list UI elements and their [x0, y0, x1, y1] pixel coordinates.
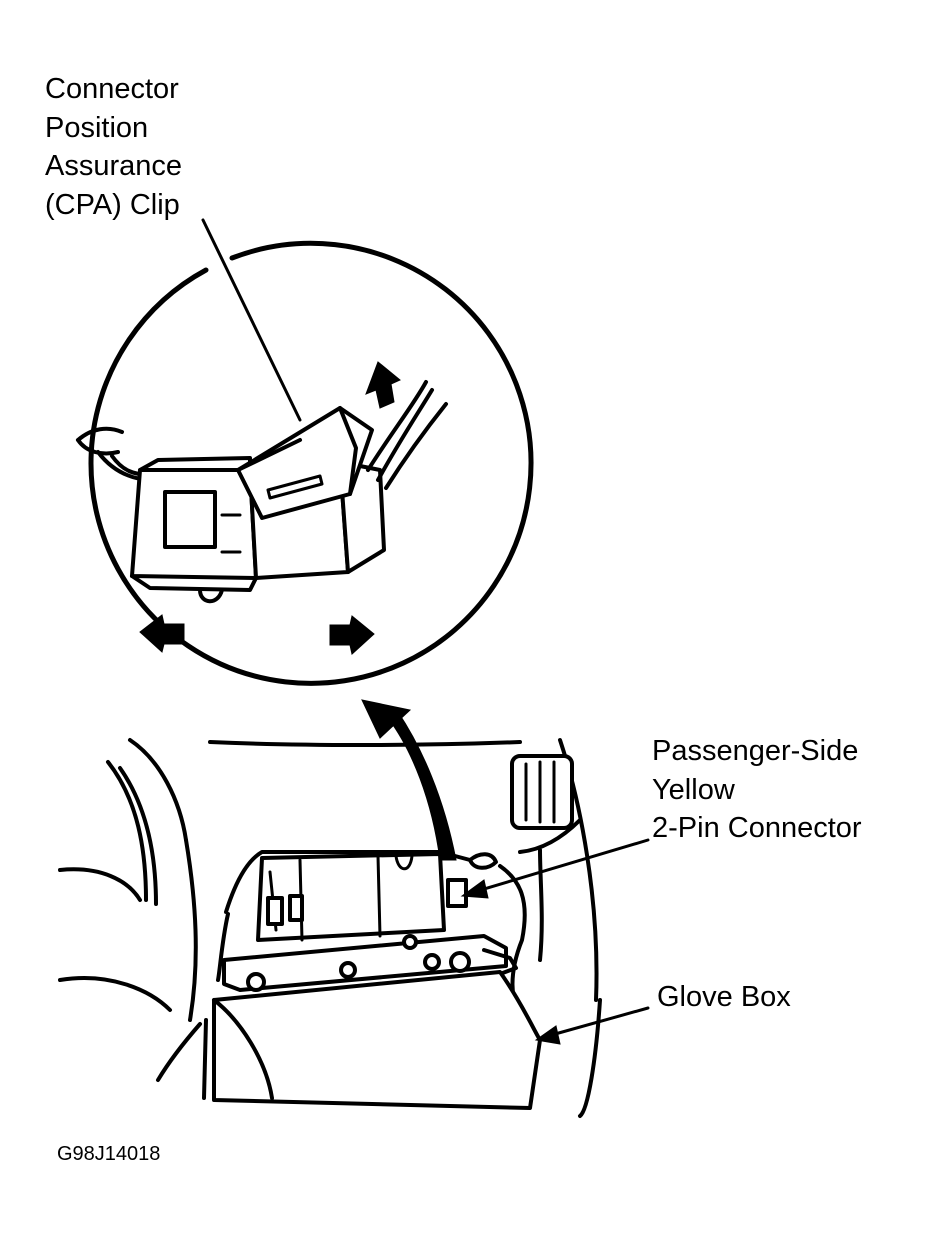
connector-label-line-1: Passenger-Side	[652, 735, 859, 767]
figure-code: G98J14018	[57, 1143, 161, 1165]
leader-connector	[472, 838, 650, 894]
curved-arrow-icon	[361, 699, 457, 861]
cpa-clip	[236, 406, 374, 520]
connector-label: Passenger-Side Yellow 2-Pin Connector	[652, 732, 862, 848]
leader-connector-arrowhead	[460, 879, 489, 899]
detail-circle	[88, 240, 534, 686]
connector-label-line-2: Yellow	[652, 773, 735, 806]
cpa-clip-label: Connector Position Assurance (CPA) Clip	[45, 70, 182, 224]
arrow-right-icon	[329, 615, 375, 655]
leader-glove-box-arrowhead	[534, 1025, 561, 1045]
wire-right	[366, 380, 448, 490]
arrow-up-icon	[365, 361, 401, 409]
leader-cpa	[201, 218, 302, 422]
dashboard	[58, 738, 602, 1118]
glove-box-label: Glove Box	[657, 978, 791, 1017]
cpa-clip-label-line-2: Position	[45, 111, 149, 144]
cpa-clip-label-line-3: Assurance	[45, 150, 183, 182]
leader-glove-box	[546, 1006, 650, 1038]
arrow-left-icon	[139, 614, 185, 653]
glove-box-label-text: Glove Box	[657, 981, 791, 1013]
cpa-clip-label-line-1: Connector	[45, 73, 179, 105]
glove-box-door	[156, 970, 542, 1110]
connector-label-line-3: 2-Pin Connector	[652, 812, 862, 844]
glove-box-opening	[216, 850, 518, 992]
cpa-clip-label-line-4: (CPA) Clip	[45, 188, 180, 221]
